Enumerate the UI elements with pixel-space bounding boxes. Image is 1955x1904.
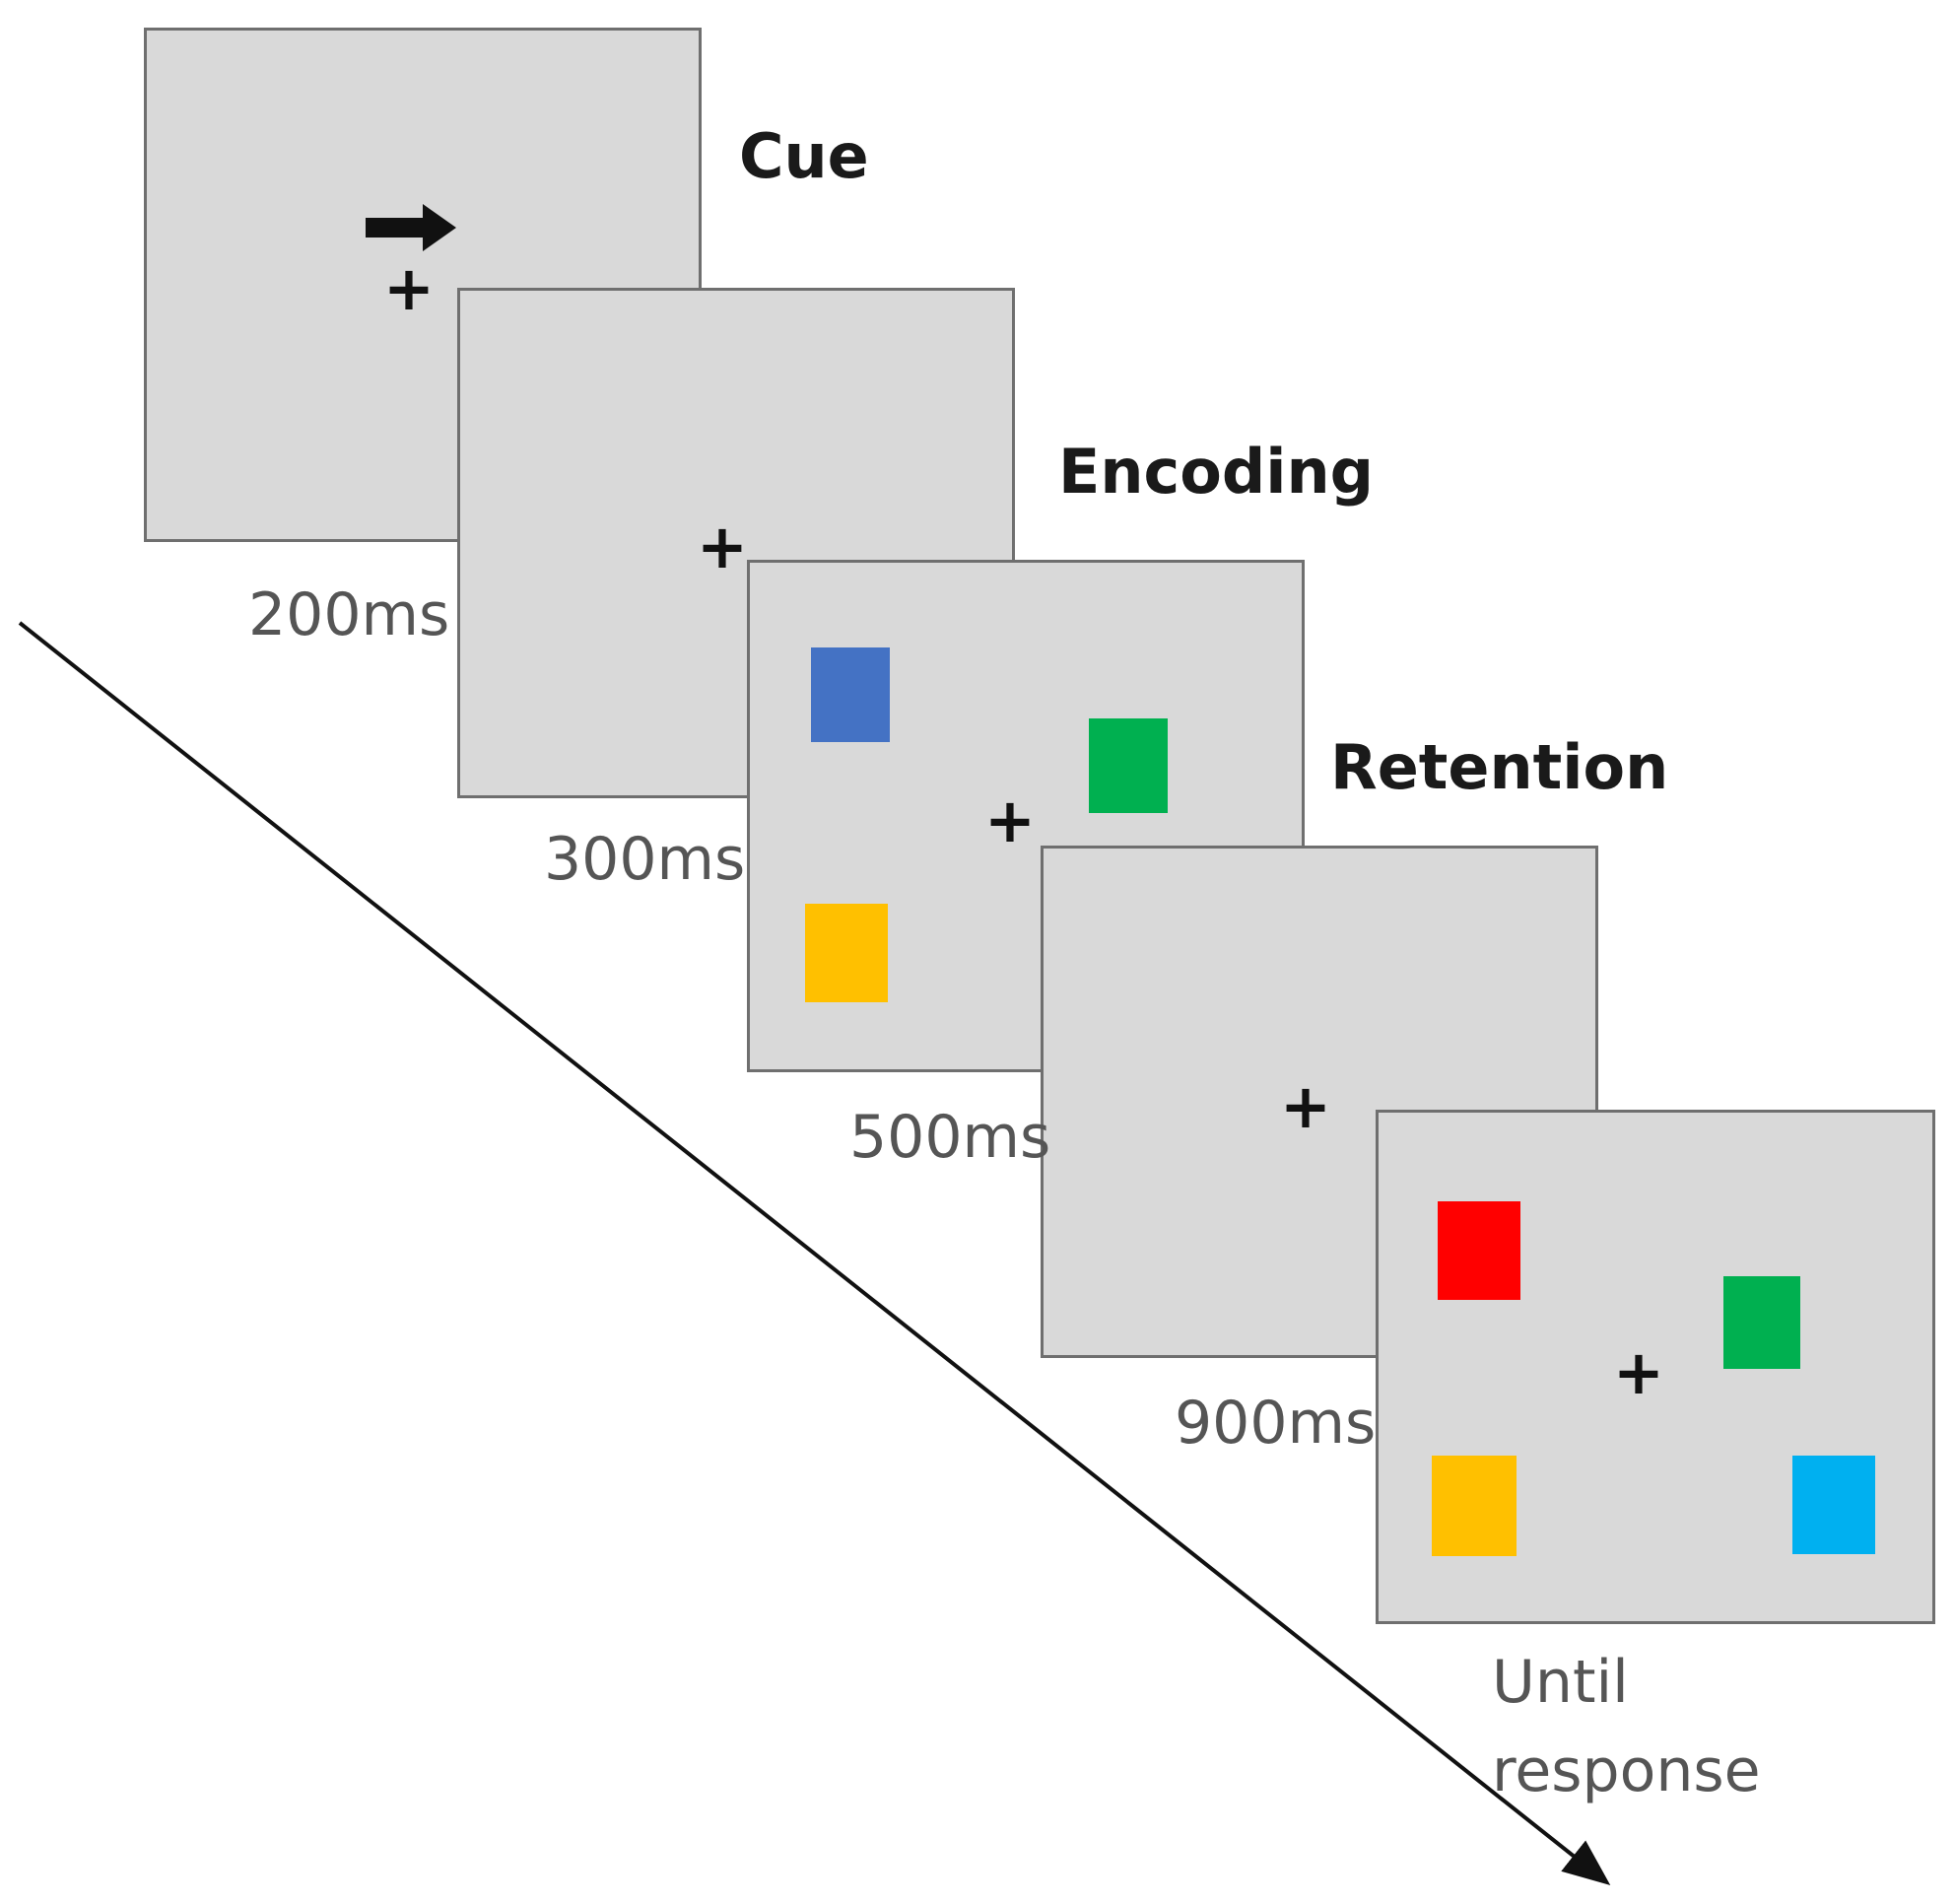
fixation-cross: +: [697, 510, 748, 582]
fixation-cross: +: [1280, 1070, 1331, 1142]
stage-label-cue: Cue: [739, 120, 869, 192]
fixation-cross: +: [984, 784, 1036, 856]
stage-label-retention: Retention: [1330, 731, 1669, 803]
light-blue-square: [1792, 1456, 1875, 1554]
green-square: [1723, 1276, 1800, 1369]
time-arrow-line: [18, 621, 1611, 1885]
fixation-cross: +: [383, 252, 435, 324]
yellow-square: [805, 904, 888, 1002]
duration-300ms: 300ms: [544, 825, 746, 894]
stage-label-encoding: Encoding: [1058, 436, 1374, 508]
right-arrow-icon: [366, 204, 456, 251]
yellow-square: [1432, 1456, 1517, 1556]
duration-200ms: 200ms: [248, 580, 450, 649]
blue-square: [811, 647, 890, 742]
fixation-cross: +: [1613, 1336, 1664, 1408]
duration-until-response: Until response: [1492, 1648, 1761, 1805]
red-square: [1438, 1201, 1520, 1300]
test-array-screen: +: [1376, 1110, 1935, 1624]
duration-900ms: 900ms: [1175, 1389, 1377, 1458]
green-square: [1089, 718, 1168, 813]
duration-500ms: 500ms: [849, 1103, 1051, 1172]
